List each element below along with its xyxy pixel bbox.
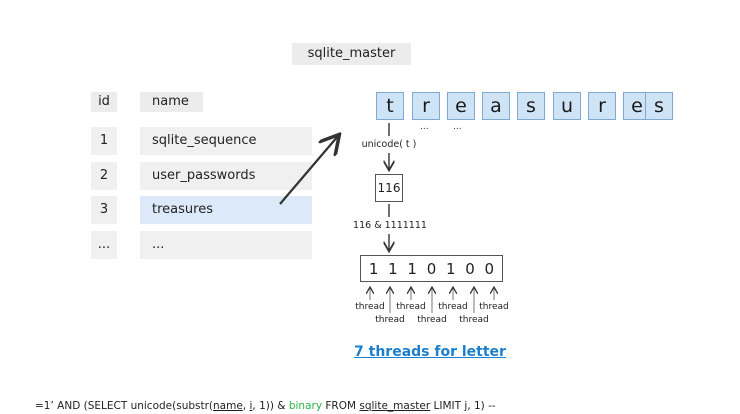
letter-box: s (645, 92, 673, 120)
threads-per-letter-link[interactable]: 7 threads for letter (354, 344, 506, 360)
ellipsis: ... (420, 122, 429, 132)
thread-label: thread (396, 302, 426, 312)
sql-injection-query: =1’ AND (SELECT unicode(substr(name, i, … (35, 400, 496, 412)
thread-arrows (370, 288, 494, 313)
query-text: LIMIT (430, 400, 465, 412)
query-i-param: i (249, 400, 253, 412)
bit: 1 (368, 259, 379, 278)
thread-label: thread (479, 302, 509, 312)
unicode-label: unicode( t ) (361, 139, 417, 150)
query-name-param: name (213, 400, 243, 412)
bit: 1 (388, 259, 398, 278)
bit: 0 (426, 259, 437, 278)
table-row-id: 2 (91, 162, 117, 190)
letter-box: t (376, 92, 404, 120)
letter-box: s (517, 92, 545, 120)
query-text: =1’ AND (SELECT unicode(substr( (35, 400, 214, 412)
letter-box: r (412, 92, 440, 120)
unicode-value-box: 116 (375, 174, 403, 202)
thread-label: thread (459, 315, 489, 325)
table-title: sqlite_master (292, 43, 411, 65)
query-text: , 1)) & (252, 400, 289, 412)
letter-box: a (482, 92, 510, 120)
name-column-header: name (140, 92, 203, 112)
query-binary-keyword: binary (288, 400, 323, 412)
thread-label: thread (375, 315, 405, 325)
query-table-param: sqlite_master (359, 400, 431, 412)
letter-box: u (553, 92, 581, 120)
bit: 0 (465, 259, 475, 278)
thread-label: thread (438, 302, 468, 312)
table-row-name: user_passwords (140, 162, 312, 190)
query-j-param: j (464, 400, 468, 412)
table-row-id: 3 (91, 196, 117, 224)
letter-box: r (588, 92, 616, 120)
thread-label: thread (417, 315, 447, 325)
letter-box: e (447, 92, 475, 120)
table-row-name: sqlite_sequence (140, 127, 312, 155)
query-text: FROM (322, 400, 360, 412)
ellipsis: ... (453, 122, 462, 132)
table-row-id: 1 (91, 127, 117, 155)
bit: 1 (445, 259, 456, 278)
binary-bits-box: 1 1 1 0 1 0 0 (360, 255, 503, 282)
bit: 0 (484, 259, 495, 278)
pointer-arrow (279, 136, 338, 205)
id-column-header: id (91, 92, 117, 112)
thread-label: thread (355, 302, 385, 312)
query-text: , (242, 400, 250, 412)
bitmask-label: 116 & 1111111 (353, 220, 427, 231)
table-row-name: ... (140, 231, 312, 259)
table-row-id: ... (91, 231, 117, 259)
query-text: , 1) -- (467, 400, 496, 412)
bit: 1 (407, 259, 417, 278)
